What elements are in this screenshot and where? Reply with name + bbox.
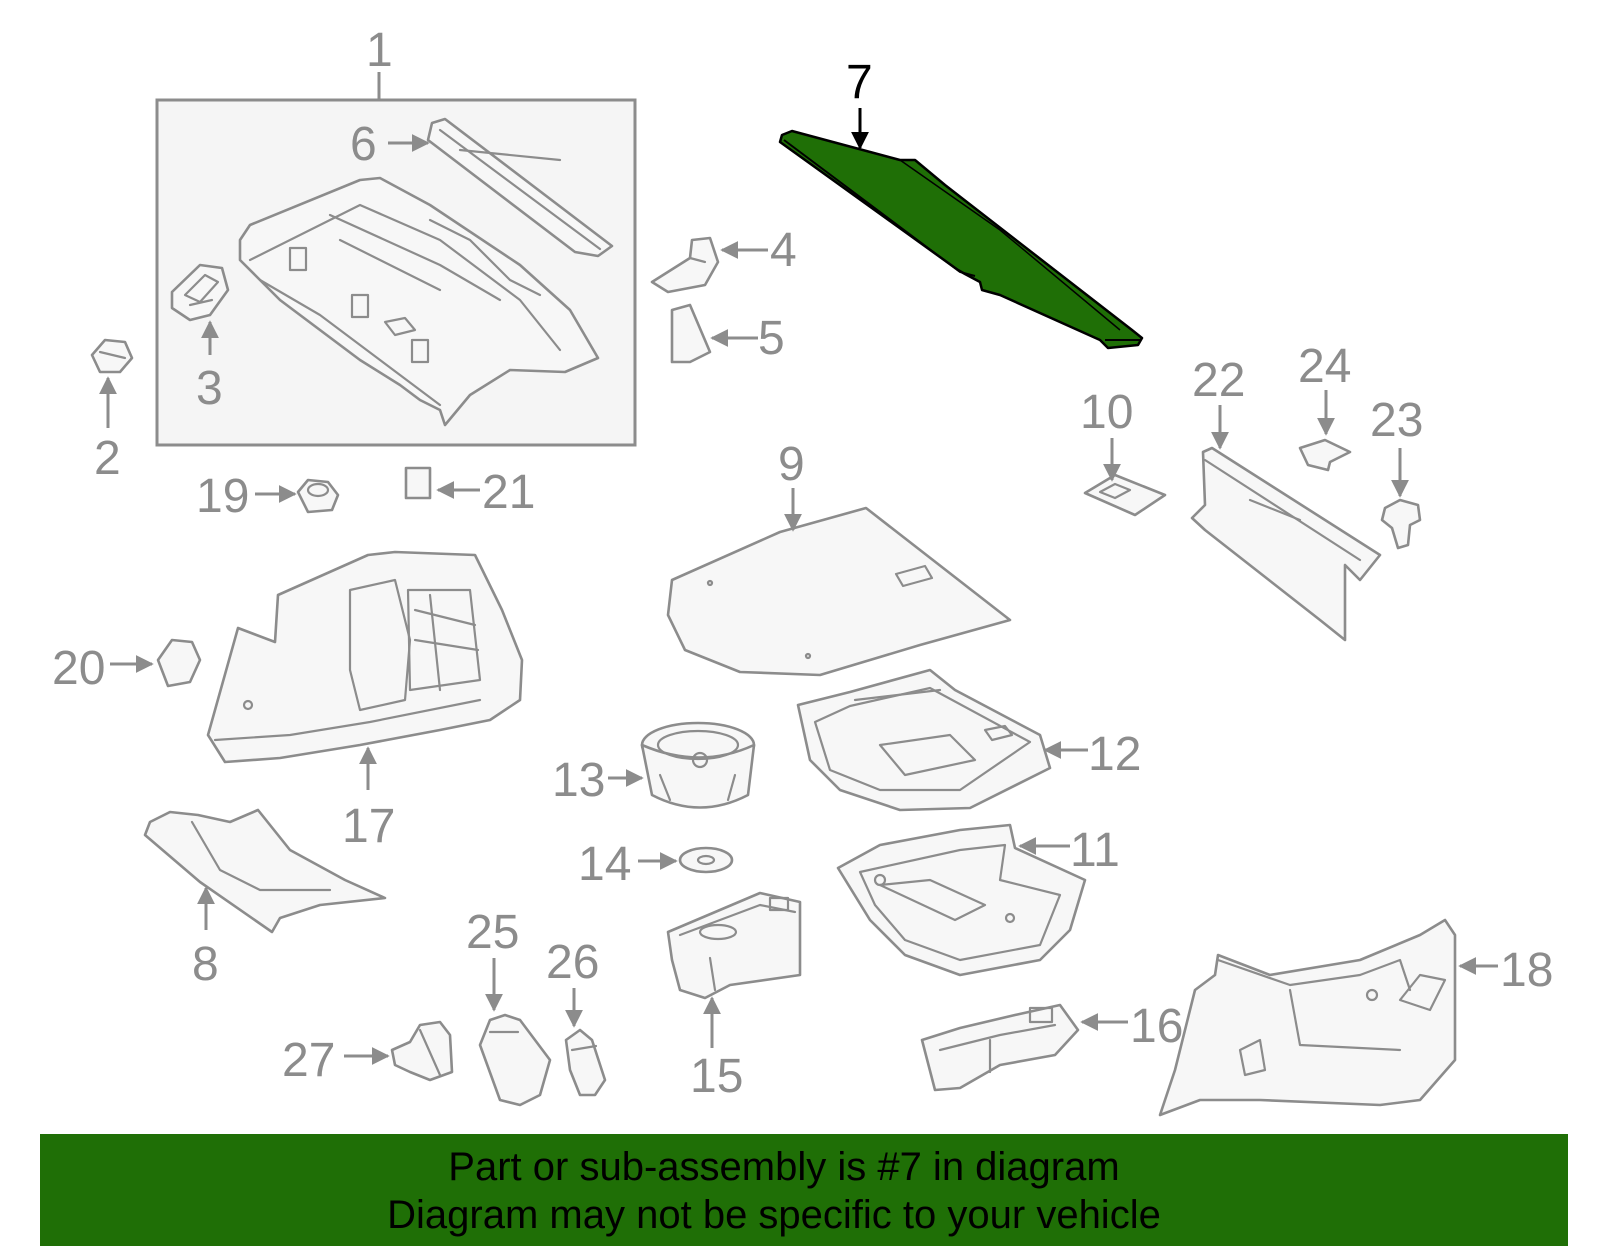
callout-23: 23 [1370,394,1423,447]
part-18-side-trim[interactable] [1158,918,1457,1117]
part-27-socket[interactable] [390,1020,454,1082]
callout-5: 5 [758,312,785,365]
part-1-package-tray[interactable] [238,176,600,427]
part-9-floor-mat[interactable] [666,506,1012,677]
part-3-bracket[interactable] [170,263,230,322]
part-20-grommet[interactable] [156,638,202,688]
callout-20: 20 [52,642,105,695]
callout-22: 22 [1192,354,1245,407]
callout-27: 27 [282,1034,335,1087]
part-11-tub[interactable] [836,823,1087,977]
callout-7: 7 [846,56,873,109]
callout-21: 21 [482,466,535,519]
part-12-tray[interactable] [796,668,1052,812]
banner-line-part-number: Part or sub-assembly is #7 in diagram [448,1145,1120,1189]
part-13-bowl[interactable] [640,721,756,809]
part-7-cargo-cover[interactable] [778,129,1144,350]
part-5-block[interactable] [670,303,712,364]
banner-line-disclaimer: Diagram may not be specific to your vehi… [387,1193,1161,1237]
part-22-sill-trim[interactable] [1190,446,1382,642]
callout-13: 13 [552,754,605,807]
callout-9: 9 [778,438,805,491]
callout-16: 16 [1130,1000,1183,1053]
callout-8: 8 [192,938,219,991]
callout-19: 19 [196,470,249,523]
callout-4: 4 [770,224,797,277]
callout-25: 25 [466,906,519,959]
callout-14: 14 [578,838,631,891]
callout-15: 15 [690,1050,743,1103]
part-25-lamp[interactable] [478,1013,552,1107]
callout-6: 6 [350,118,377,171]
part-23-push-clip[interactable] [1380,498,1422,550]
info-banner: Part or sub-assembly is #7 in diagram Di… [40,1134,1568,1246]
callout-17: 17 [342,800,395,853]
part-16-bracket[interactable] [920,1003,1080,1092]
callout-11: 11 [1070,824,1120,877]
part-10-small-tray[interactable] [1083,473,1167,517]
callout-10: 10 [1080,386,1133,439]
callout-1: 1 [366,24,393,77]
callout-3: 3 [196,362,223,415]
part-24-clip[interactable] [1298,438,1352,472]
part-26-bulb[interactable] [564,1028,607,1097]
part-4-bracket[interactable] [650,236,720,294]
callout-2: 2 [94,432,121,485]
callout-18: 18 [1500,944,1553,997]
part-2-clip[interactable] [90,338,134,374]
part-17-side-trim[interactable] [206,550,524,764]
callout-24: 24 [1298,340,1351,393]
callout-12: 12 [1088,728,1141,781]
part-15-box[interactable] [666,891,802,1000]
part-14-washer[interactable] [678,846,734,874]
part-19-nut[interactable] [296,478,340,514]
part-21-clip[interactable] [404,466,432,500]
callout-26: 26 [546,936,599,989]
